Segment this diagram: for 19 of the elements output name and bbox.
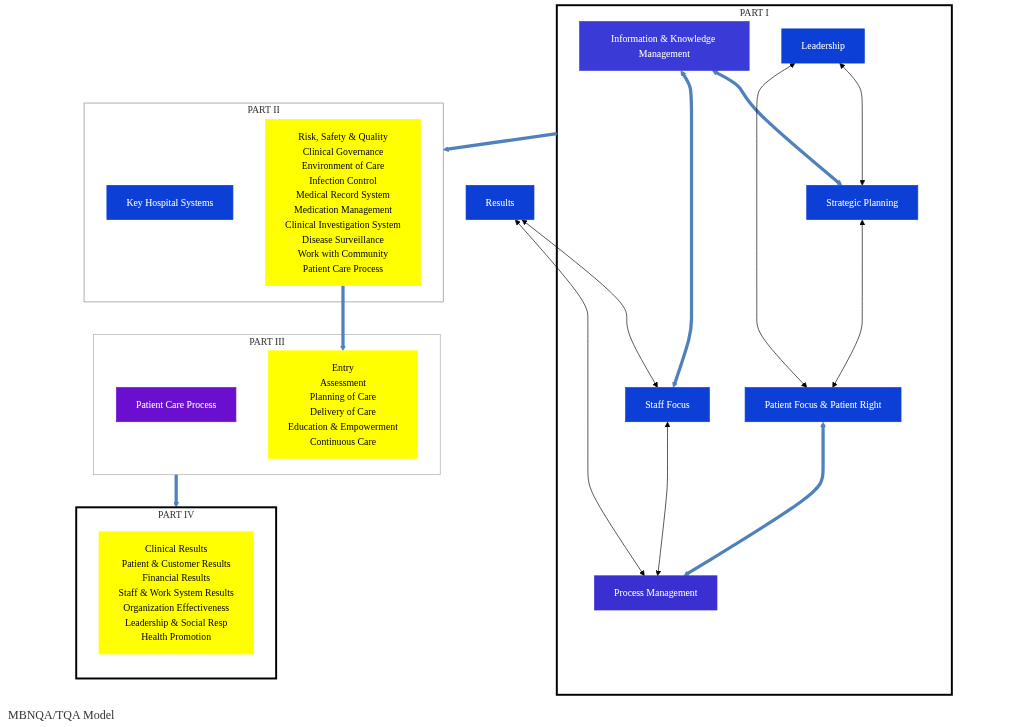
node-box: Entry Assessment Planning of Care Delivery of Care Education & Empowerment Continuous Care (268, 350, 419, 459)
node-box: Process Management (594, 575, 718, 611)
arrow (672, 70, 694, 388)
node-box: Patient Focus & Patient Right (745, 387, 902, 423)
node-box: Clinical Results Patient & Customer Results Financial Results Staff & Work System Results Organization Effectiveness Leadership & Social Resp Health Promotion (99, 531, 255, 655)
node-box: Patient Care Process (116, 387, 237, 423)
model-note: MBNQA/TQA Model (8, 708, 115, 723)
arrow (173, 474, 180, 508)
arrow (340, 285, 347, 352)
node-box: Staff Focus (625, 387, 711, 423)
node-box: Information & Knowledge Management (579, 21, 750, 71)
node-box: Results (466, 185, 535, 220)
node-box: Leadership (781, 28, 866, 64)
node-box: Key Hospital Systems (107, 185, 234, 220)
node-box: Risk, Safety & Quality Clinical Governance Environment of Care Infection Control Medical Record System Medication Management Clinical Investigation System Disease Surveillance Work with Community Patient Care Process (265, 119, 422, 286)
arrow (443, 131, 558, 152)
node-box: Strategic Planning (806, 185, 919, 220)
arrow (712, 70, 843, 186)
arrow (684, 421, 827, 577)
